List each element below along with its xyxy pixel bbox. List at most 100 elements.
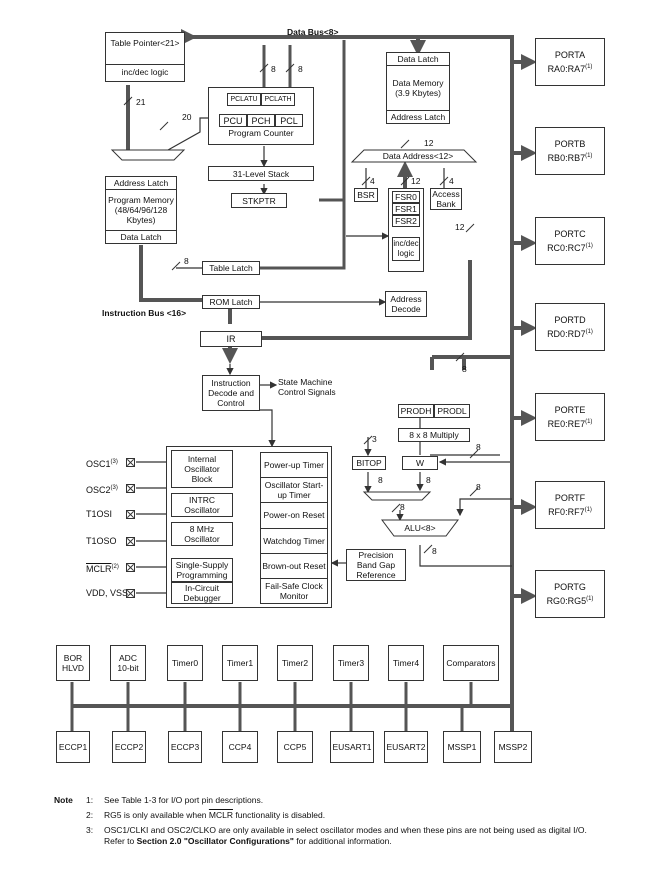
port-porte: PORTE RE0:RE7(1)	[535, 393, 605, 441]
peripheral-eusart1: EUSART1	[330, 731, 374, 763]
reset-timers-block: Power-up Timer Oscillator Start-up Timer…	[260, 452, 328, 604]
port-pins: RF0:RF7(1)	[548, 507, 592, 517]
note-3: OSC1/CLKI and OSC2/CLKO are only availab…	[104, 825, 587, 846]
data-address: Data Address<12>	[382, 151, 454, 161]
pin-t1oso: T1OSO	[86, 536, 117, 546]
peripheral-comparators: Comparators	[443, 645, 499, 681]
peripheral-timer1: Timer1	[222, 645, 258, 681]
peripheral-eccp2: ECCP2	[112, 731, 146, 763]
note-1: See Table 1-3 for I/O port pin descripti…	[104, 795, 264, 805]
in-circuit-debugger: In-Circuit Debugger	[171, 582, 233, 604]
width-label: 3	[372, 434, 377, 444]
fsr-inc-dec: inc/dec logic	[392, 237, 420, 261]
peripheral-timer4: Timer4	[388, 645, 424, 681]
peripheral-mssp2: MSSP2	[494, 731, 532, 763]
ir: IR	[200, 331, 262, 347]
rom-latch: ROM Latch	[202, 295, 260, 309]
port-pins: RB0:RB7(1)	[547, 153, 593, 163]
port-portb: PORTB RB0:RB7(1)	[535, 127, 605, 175]
width-label: 12	[455, 222, 465, 232]
pin-mclr: MCLR(2)	[86, 564, 119, 574]
band-gap-reference: Precision Band Gap Reference	[346, 549, 406, 581]
pin-x-icon	[126, 589, 135, 598]
stack: 31-Level Stack	[208, 166, 314, 181]
peripheral-bor-hlvd: BOR HLVD	[56, 645, 90, 681]
dm-address-latch: Address Latch	[387, 110, 449, 123]
width-label: 12	[424, 138, 434, 148]
port-pins: RD0:RD7(1)	[547, 329, 593, 339]
brownout-reset: Brown-out Reset	[261, 552, 327, 578]
pin-t1osi: T1OSI	[86, 509, 113, 519]
fsr-block: FSR0 FSR1 FSR2 inc/dec logic	[388, 188, 424, 272]
single-supply-programming: Single-Supply Programming	[171, 558, 233, 582]
peripheral-ccp4: CCP4	[222, 731, 258, 763]
pclatu: PCLATU	[227, 93, 261, 106]
port-pins: RE0:RE7(1)	[547, 419, 593, 429]
port-name: PORTE	[554, 405, 586, 415]
port-name: PORTB	[554, 139, 586, 149]
width-label: 8	[432, 546, 437, 556]
bitop: BITOP	[352, 456, 386, 470]
width-label: 8	[426, 475, 431, 485]
pch: PCH	[247, 114, 275, 127]
peripheral-eccp1: ECCP1	[56, 731, 90, 763]
fsr2: FSR2	[392, 215, 420, 227]
w-register: W	[402, 456, 438, 470]
multiply: 8 x 8 Multiply	[398, 428, 470, 442]
data-memory-block: Data Latch Data Memory (3.9 Kbytes) Addr…	[386, 52, 450, 124]
pin-osc1: OSC1(3)	[86, 459, 118, 469]
width-label: 8	[298, 64, 303, 74]
program-memory-block: Address Latch Program Memory (48/64/96/1…	[105, 176, 177, 244]
port-pins: RC0:RC7(1)	[547, 243, 593, 253]
bsr: BSR	[354, 188, 378, 202]
width-label: 12	[411, 176, 421, 186]
note-2: RG5 is only available when MCLR function…	[104, 810, 326, 820]
table-pointer-block: Table Pointer<21> inc/dec logic	[105, 32, 185, 82]
intrc-oscillator: INTRC Oscillator	[171, 493, 233, 517]
peripheral-timer2: Timer2	[277, 645, 313, 681]
data-bus-label: Data Bus<8>	[287, 27, 339, 37]
inc-dec-logic: inc/dec logic	[106, 63, 184, 79]
width-label: 8	[462, 364, 467, 374]
pm-data-latch: Data Latch	[106, 230, 176, 243]
width-label: 8	[378, 475, 383, 485]
width-label: 8	[184, 256, 189, 266]
watchdog-timer: Watchdog Timer	[261, 527, 327, 553]
program-counter-block: PCLATU PCLATH PCU PCH PCL Program Counte…	[208, 87, 314, 145]
width-label: 8	[476, 442, 481, 452]
program-counter-label: Program Counter	[228, 128, 294, 138]
note-2-num: 2:	[86, 810, 94, 820]
table-pointer: Table Pointer<21>	[110, 37, 180, 48]
address-decode: Address Decode	[385, 291, 427, 317]
pin-osc2: OSC2(3)	[86, 485, 118, 495]
width-label: 8	[476, 482, 481, 492]
peripheral-timer0: Timer0	[167, 645, 203, 681]
state-machine-label: State Machine Control Signals	[278, 377, 336, 397]
alu: ALU<8>	[404, 523, 436, 533]
table-latch: Table Latch	[202, 261, 260, 275]
note-3-num: 3:	[86, 825, 94, 835]
note-1-num: 1:	[86, 795, 94, 805]
width-label: 8	[400, 502, 405, 512]
port-name: PORTG	[554, 582, 586, 592]
note-title: Note	[54, 795, 73, 805]
pm-address-latch: Address Latch	[113, 178, 169, 188]
width-label: 20	[182, 112, 192, 122]
fsr1: FSR1	[392, 203, 420, 215]
prodh: PRODH	[398, 404, 434, 418]
prodl: PRODL	[434, 404, 470, 418]
width-label: 4	[449, 176, 454, 186]
width-label: 21	[136, 97, 146, 107]
instruction-decode: Instruction Decode and Control	[202, 375, 260, 411]
osc-startup-timer: Oscillator Start-up Timer	[261, 477, 327, 502]
stkptr: STKPTR	[231, 193, 287, 208]
peripheral-timer3: Timer3	[333, 645, 369, 681]
width-label: 4	[370, 176, 375, 186]
port-pins: RA0:RA7(1)	[547, 64, 593, 74]
